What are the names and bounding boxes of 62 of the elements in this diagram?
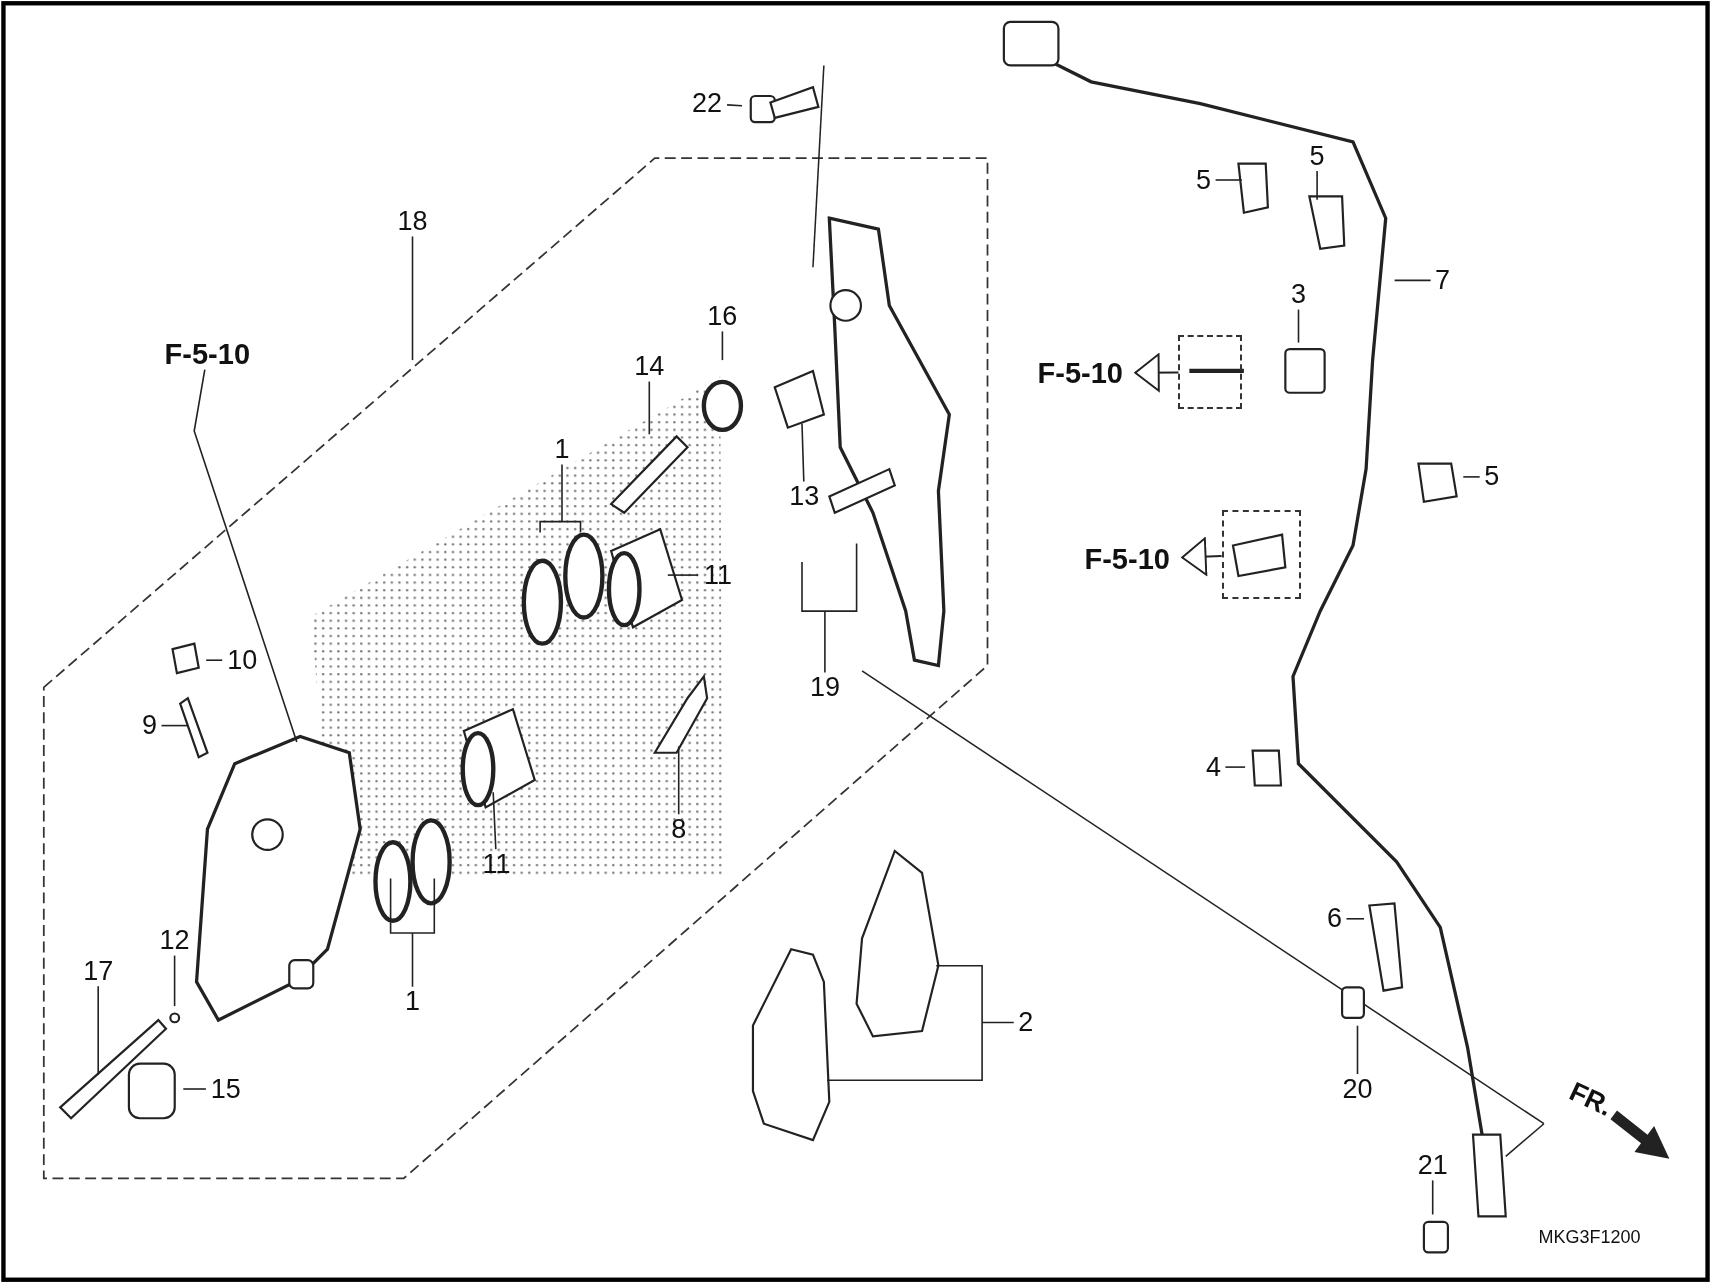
callout-number: 8 bbox=[666, 814, 691, 845]
callout-number: 4 bbox=[1201, 752, 1226, 783]
callout-number: 21 bbox=[1412, 1150, 1453, 1181]
leader-line bbox=[205, 659, 223, 661]
leader-line bbox=[677, 745, 680, 816]
leader-line bbox=[1356, 1024, 1359, 1075]
drawing-code: MKG3F1200 bbox=[1538, 1227, 1641, 1246]
callout-number: 19 bbox=[804, 672, 845, 703]
callout-number: 5 bbox=[1479, 461, 1504, 492]
callout-number: 6 bbox=[1322, 903, 1347, 934]
dashed-frame bbox=[1221, 510, 1302, 599]
leader-line bbox=[1431, 1179, 1434, 1216]
leader-line bbox=[539, 463, 582, 534]
leader-line bbox=[667, 574, 699, 576]
leader-line bbox=[801, 422, 805, 483]
leader-line bbox=[801, 542, 858, 674]
callout-number: 3 bbox=[1286, 279, 1311, 310]
reference-label: F-5-10 bbox=[152, 339, 263, 370]
callout-number: 9 bbox=[137, 710, 162, 741]
leader-line bbox=[648, 380, 651, 436]
callout-number: 18 bbox=[392, 206, 433, 237]
leader-line bbox=[389, 877, 436, 988]
leader-line bbox=[411, 235, 414, 361]
callout-number: 10 bbox=[222, 645, 263, 676]
callout-number: 12 bbox=[154, 925, 195, 956]
direction-label: FR. bbox=[1565, 1077, 1617, 1121]
leader-line bbox=[1297, 308, 1300, 344]
callout-number: 5 bbox=[1305, 141, 1330, 172]
leader-line bbox=[193, 368, 298, 743]
reference-label: F-5-10 bbox=[1072, 544, 1183, 575]
leader-line bbox=[1316, 170, 1318, 201]
leader-line bbox=[726, 104, 743, 107]
leader-line bbox=[492, 791, 497, 850]
callout-number: 20 bbox=[1337, 1074, 1378, 1104]
reference-label: F-5-10 bbox=[1025, 358, 1136, 389]
callout-number: 15 bbox=[205, 1074, 246, 1104]
callout-number: 22 bbox=[687, 88, 728, 119]
leader-line bbox=[1393, 279, 1432, 282]
leader-line bbox=[97, 985, 99, 1076]
leader-line bbox=[826, 964, 1015, 1082]
leader-line bbox=[173, 954, 176, 1007]
leader-line bbox=[182, 1088, 207, 1090]
callout-number: 1 bbox=[549, 434, 574, 465]
callout-number: 1 bbox=[400, 986, 425, 1017]
hollow-arrow bbox=[1134, 353, 1180, 392]
leader-line bbox=[160, 724, 189, 727]
leader-line bbox=[1345, 918, 1365, 920]
callout-number: 16 bbox=[702, 301, 743, 332]
callout-number: 11 bbox=[698, 560, 738, 591]
leader-line bbox=[1214, 179, 1243, 181]
callout-number: 7 bbox=[1430, 265, 1455, 296]
leader-line bbox=[1224, 766, 1246, 768]
callout-number: 2 bbox=[1013, 1007, 1038, 1038]
leader-line bbox=[1462, 476, 1481, 478]
callout-number: 13 bbox=[784, 481, 825, 512]
hollow-arrow bbox=[1181, 537, 1223, 576]
callout-number: 5 bbox=[1191, 165, 1216, 196]
leader-line bbox=[721, 330, 724, 361]
callout-number: 11 bbox=[476, 849, 517, 880]
dashed-frame bbox=[1178, 335, 1242, 410]
callout-number: 14 bbox=[629, 351, 670, 382]
callout-number: 17 bbox=[78, 956, 119, 987]
